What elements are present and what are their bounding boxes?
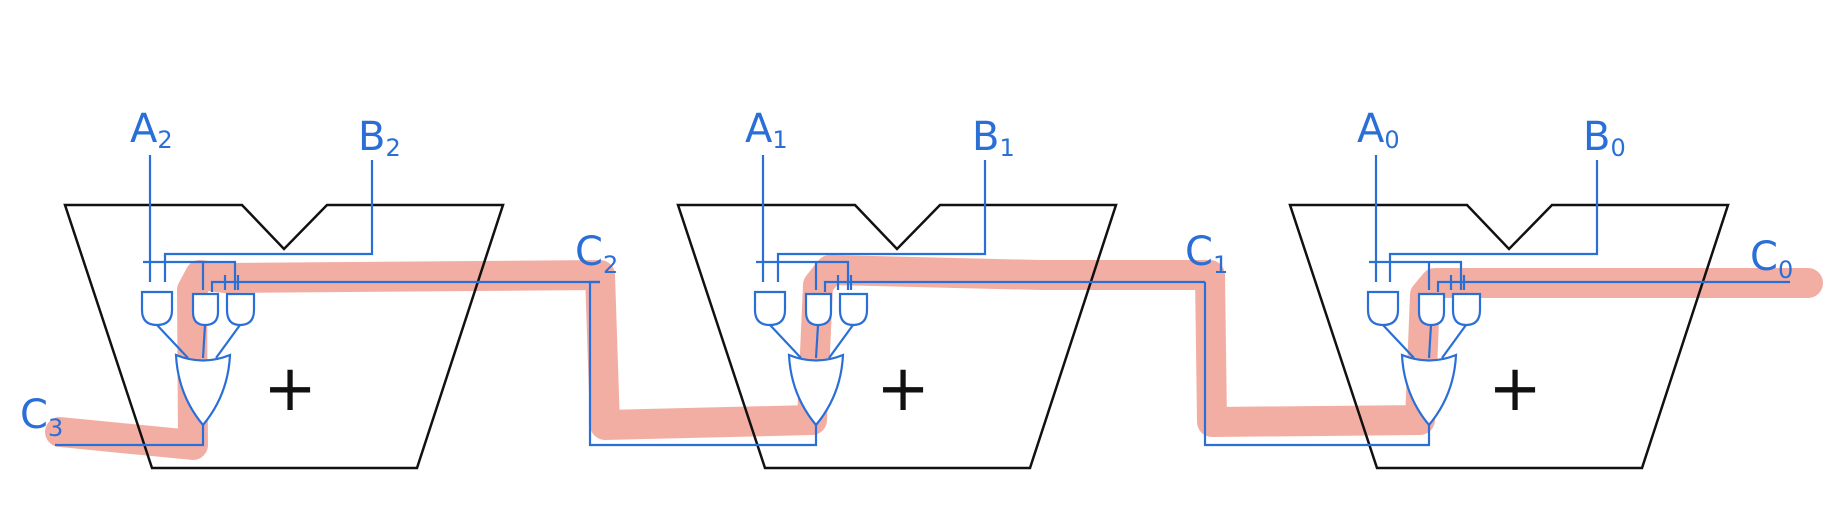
adder-1-or-input-wires <box>769 324 854 359</box>
carry-c2-label: C2 <box>575 229 618 279</box>
adder-2-a-label: A2 <box>130 106 173 154</box>
adder-2-internal-wires <box>148 260 240 290</box>
adder-1-a-label: A1 <box>745 106 788 154</box>
adder-1-or-gate <box>787 353 845 427</box>
adder-1-carry-out-wire <box>588 280 818 447</box>
adder-0-or-input-wires <box>1382 324 1467 359</box>
adder-2-and-gate-3 <box>225 292 256 327</box>
carry-path-highlight <box>45 255 1823 460</box>
adder-1-and-gate-1 <box>753 290 787 327</box>
adder-2-b-input-wire <box>163 160 374 282</box>
carry-c3-label: C3 <box>20 392 63 442</box>
adder-0-internal-wires <box>1374 260 1466 290</box>
adder-2-or-gate <box>174 353 232 427</box>
adder-2: + <box>55 155 600 470</box>
adder-1: + <box>588 155 1205 470</box>
adder-1-carry-in-wire <box>823 280 1205 292</box>
adder-1-b-label: B1 <box>972 114 1015 162</box>
adder-2-carry-in-wire <box>210 280 600 292</box>
adder-0-and-gate-2 <box>1417 292 1446 327</box>
adder-2-a-input-wire <box>143 155 152 264</box>
adder-1-and-gate-2 <box>804 292 833 327</box>
adder-0-outline <box>1288 203 1730 470</box>
adder-0-and-gate-3 <box>1451 292 1482 327</box>
adder-0-plus-symbol: + <box>1488 352 1542 426</box>
adder-1-internal-wires <box>761 260 853 290</box>
adder-0-b-label: B0 <box>1583 114 1626 162</box>
adder-2-b-label: B2 <box>358 114 401 162</box>
adder-1-and-gate-3 <box>838 292 869 327</box>
adder-0: + <box>1203 155 1790 470</box>
adder-0-and-gate-1 <box>1366 290 1400 327</box>
adder-2-plus-symbol: + <box>263 352 317 426</box>
adder-1-plus-symbol: + <box>876 352 930 426</box>
adder-1-outline <box>676 203 1118 470</box>
adder-2-outline <box>63 203 505 470</box>
adder-0-carry-in-wire <box>1436 280 1790 292</box>
adder-2-or-input-wires <box>156 324 241 359</box>
adder-1-a-input-wire <box>756 155 765 264</box>
carry-c0-label: C0 <box>1750 234 1793 284</box>
adder-2-and-gate-2 <box>191 292 220 327</box>
carry-c1-label: C1 <box>1185 229 1228 279</box>
adder-2-carry-out-wire <box>55 425 205 447</box>
adder-0-carry-out-wire <box>1203 282 1431 447</box>
adder-0-a-label: A0 <box>1357 106 1400 154</box>
adder-0-b-input-wire <box>1388 160 1599 282</box>
adder-0-or-gate <box>1400 353 1458 427</box>
adder-2-and-gate-1 <box>140 290 174 327</box>
adder-1-b-input-wire <box>776 160 987 282</box>
adder-0-a-input-wire <box>1369 155 1378 264</box>
